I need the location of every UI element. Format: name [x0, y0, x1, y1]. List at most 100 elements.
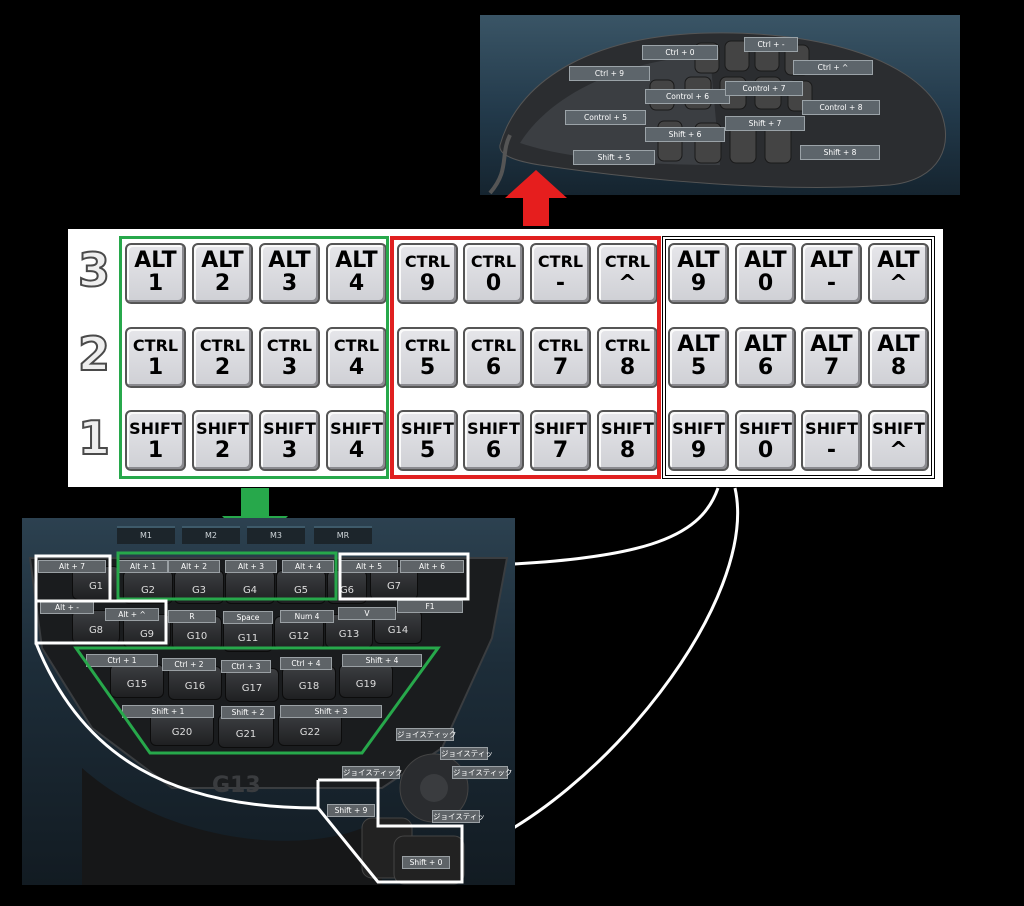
key-label: Alt + ^: [105, 608, 159, 621]
key-label: Ctrl + 4: [280, 657, 332, 670]
group-box-green: [119, 236, 389, 479]
key-modifier: SHIFT: [872, 419, 925, 438]
key-label: ジョイスティック: [396, 728, 457, 741]
mouse-label: Shift + 6: [645, 127, 725, 142]
key-label: Ctrl + 2: [162, 658, 216, 671]
key-modifier: CTRL: [404, 252, 451, 271]
key-shift: SHIFT-: [801, 410, 862, 471]
key-character: 3: [281, 271, 298, 296]
group-box-black: [662, 236, 935, 479]
key-character: 5: [419, 355, 436, 380]
key-character: 9: [690, 271, 707, 296]
g-key[interactable]: G15: [110, 664, 164, 698]
mouse-image-panel: Ctrl + - Ctrl + 0 Ctrl + 9 Ctrl + ^ Cont…: [480, 15, 960, 195]
key-character: 4: [348, 355, 365, 380]
mouse-label: Ctrl + ^: [793, 60, 873, 75]
brand-logo: G13: [212, 773, 261, 798]
mouse-label: Ctrl + -: [744, 37, 798, 52]
key-modifier: ALT: [744, 248, 787, 273]
group-box-red: [390, 236, 661, 479]
key-character: 0: [757, 438, 774, 463]
key-character: 9: [690, 438, 707, 463]
key-modifier: ALT: [877, 332, 920, 357]
m-tab[interactable]: MR: [314, 526, 372, 544]
mouse-label: Control + 6: [645, 89, 730, 104]
key-modifier: SHIFT: [129, 419, 182, 438]
key-character: 2: [214, 271, 231, 296]
key-label: ジョイスティッ: [440, 747, 493, 760]
key-character: 6: [757, 355, 774, 380]
key-modifier: CTRL: [537, 336, 584, 355]
key-modifier: SHIFT: [739, 419, 792, 438]
key-modifier: ALT: [268, 248, 311, 273]
m-tab[interactable]: M1: [117, 526, 175, 544]
key-modifier: SHIFT: [601, 419, 654, 438]
key-character: 5: [690, 355, 707, 380]
key-character: -: [826, 438, 837, 463]
g-key[interactable]: G21: [218, 714, 274, 748]
key-modifier: ALT: [744, 332, 787, 357]
mouse-label: Ctrl + 0: [642, 45, 718, 60]
m-tab[interactable]: M2: [182, 526, 240, 544]
key-ctrl: CTRL^: [597, 243, 658, 304]
key-character: 8: [619, 438, 636, 463]
key-modifier: CTRL: [266, 336, 313, 355]
key-character: ^: [889, 271, 908, 296]
key-modifier: CTRL: [404, 336, 451, 355]
key-modifier: ALT: [677, 248, 720, 273]
g-key[interactable]: G18: [282, 666, 336, 700]
key-modifier: CTRL: [537, 252, 584, 271]
key-label: Shift + 3: [280, 705, 382, 718]
mouse-label: Control + 5: [565, 110, 646, 125]
key-character: 7: [823, 355, 840, 380]
key-label: Shift + 0: [402, 856, 450, 869]
key-label: Alt + 1: [118, 560, 168, 573]
key-character: 7: [552, 355, 569, 380]
key-modifier: SHIFT: [467, 419, 520, 438]
key-modifier: ALT: [877, 248, 920, 273]
key-label: V: [338, 607, 396, 620]
key-character: 0: [485, 271, 502, 296]
keyboard-overlay-outlines: [34, 551, 470, 884]
key-modifier: CTRL: [604, 252, 651, 271]
key-modifier: SHIFT: [196, 419, 249, 438]
g-key[interactable]: G16: [168, 666, 222, 700]
key-character: ^: [889, 438, 908, 463]
key-label: Alt + 4: [282, 560, 334, 573]
key-modifier: SHIFT: [330, 419, 383, 438]
key-label: Shift + 1: [122, 705, 214, 718]
key-character: 8: [890, 355, 907, 380]
key-label: Num 4: [280, 610, 334, 623]
key-label: Shift + 2: [221, 706, 275, 719]
key-modifier: CTRL: [470, 336, 517, 355]
key-label: Shift + 4: [342, 654, 422, 667]
key-alt: ALT-: [801, 243, 862, 304]
key-shift: SHIFT^: [868, 410, 929, 471]
key-modifier: CTRL: [470, 252, 517, 271]
key-label: Alt + 6: [400, 560, 464, 573]
row-number: 3: [77, 243, 111, 297]
m-tab[interactable]: M3: [247, 526, 305, 544]
